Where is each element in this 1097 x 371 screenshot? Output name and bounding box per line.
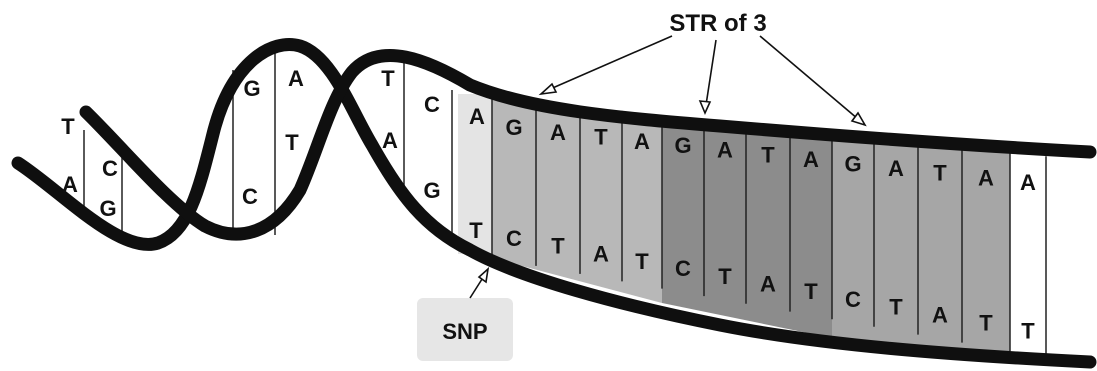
base-letter: T (1021, 318, 1035, 343)
base-letter: T (718, 264, 732, 289)
base-letter: C (675, 256, 691, 281)
base-letter: G (674, 133, 691, 158)
base-letter: C (845, 287, 861, 312)
base-letter: A (932, 302, 948, 327)
snp-arrowhead (479, 269, 488, 282)
snp-arrow (470, 269, 488, 298)
base-letter: A (760, 271, 776, 296)
base-letter: G (505, 115, 522, 140)
base-letter: A (62, 172, 78, 197)
base-letter: G (99, 196, 116, 221)
base-letter: T (61, 114, 75, 139)
base-letter: G (423, 178, 440, 203)
base-letter: T (469, 218, 483, 243)
helix-top-bases: T C G A T C A (61, 66, 485, 181)
base-letter: T (761, 142, 775, 167)
base-letter: A (1020, 170, 1036, 195)
base-letter: A (550, 120, 566, 145)
base-letter: C (242, 184, 258, 209)
base-letter: G (243, 76, 260, 101)
str-arrowhead (700, 101, 710, 113)
base-letter: A (593, 241, 609, 266)
base-letter: C (102, 156, 118, 181)
str-arrowhead (541, 84, 556, 94)
base-letter: T (933, 161, 947, 186)
snp-label: SNP (442, 319, 487, 344)
base-letter: A (469, 104, 485, 129)
base-letter: A (382, 128, 398, 153)
base-letter: T (889, 295, 903, 320)
base-letter: A (978, 166, 994, 191)
base-letter: T (979, 311, 993, 336)
base-letter: T (285, 130, 299, 155)
base-letter: A (717, 138, 733, 163)
str-label: STR of 3 (669, 10, 766, 37)
base-letter: G (844, 151, 861, 176)
base-letter: T (635, 249, 649, 274)
base-letter: A (888, 156, 904, 181)
base-letter: A (288, 66, 304, 91)
base-letter: T (804, 279, 818, 304)
base-letter: A (803, 147, 819, 172)
base-letter: C (424, 92, 440, 117)
base-letter: A (634, 129, 650, 154)
base-letter: T (381, 66, 395, 91)
base-letter: T (594, 124, 608, 149)
base-letter: C (506, 226, 522, 251)
base-letter: T (551, 234, 565, 259)
